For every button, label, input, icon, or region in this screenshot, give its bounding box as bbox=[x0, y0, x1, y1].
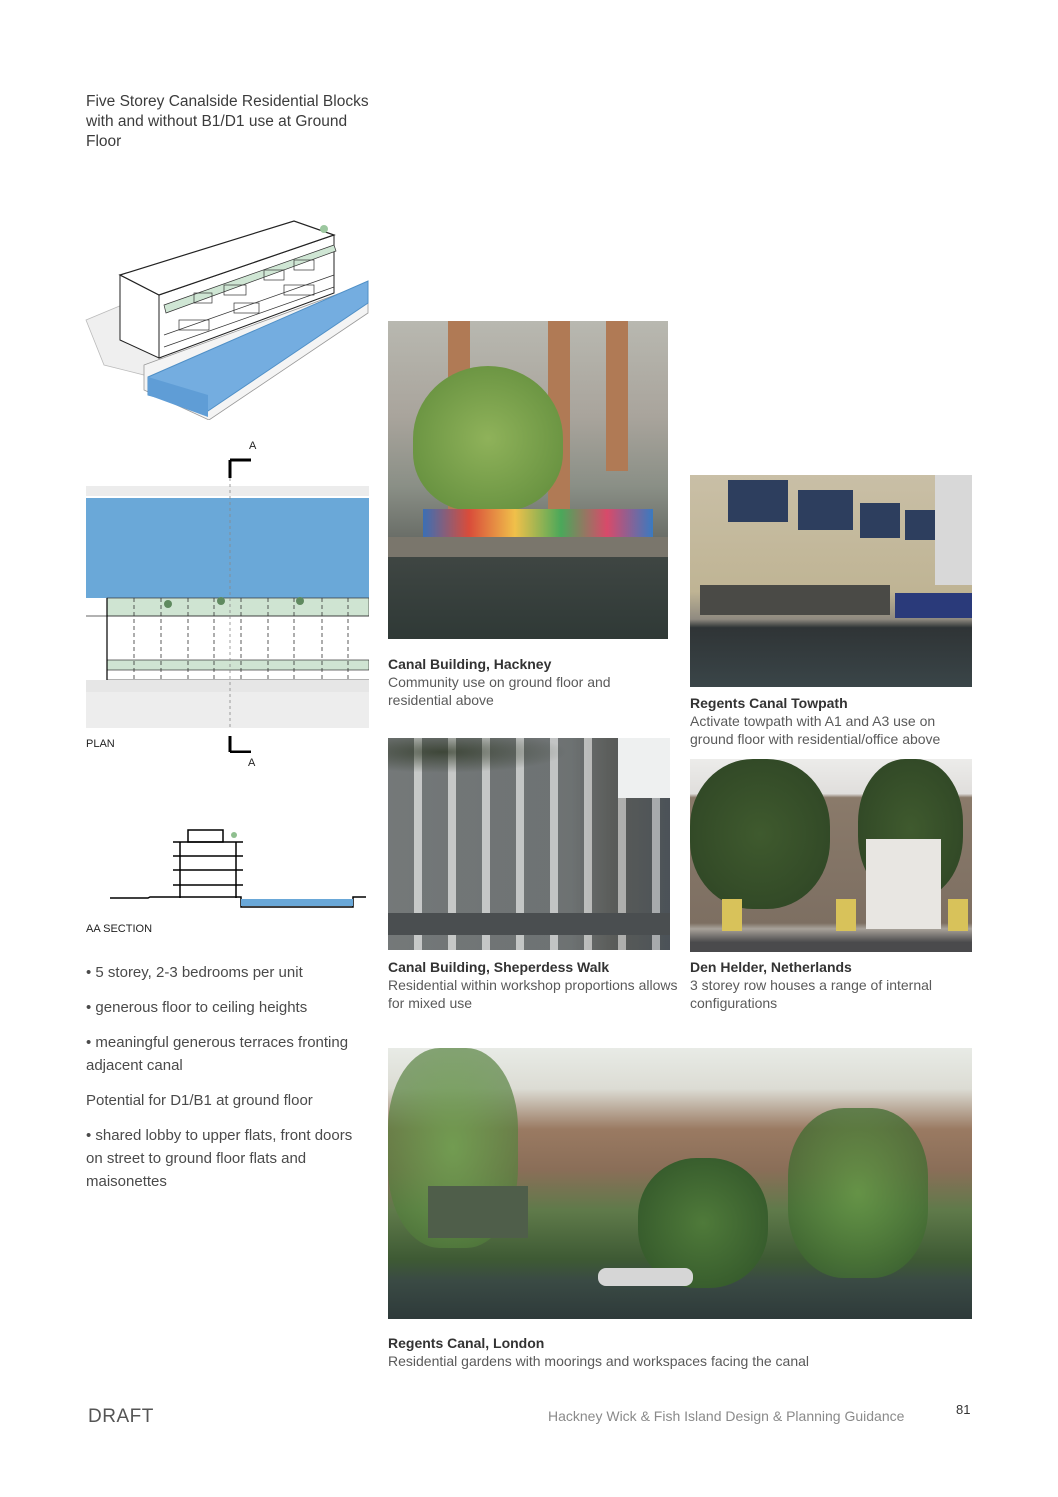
bullet-item: Potential for D1/B1 at ground floor bbox=[86, 1092, 313, 1109]
draft-label: DRAFT bbox=[88, 1406, 154, 1427]
section-marker-bottom: A bbox=[248, 757, 256, 769]
caption-title: Canal Building, Hackney bbox=[388, 656, 552, 672]
document-title-footer: Hackney Wick & Fish Island Design & Plan… bbox=[548, 1408, 905, 1424]
caption-regents-canal-towpath: Regents Canal Towpath Activate towpath w… bbox=[690, 694, 980, 748]
section-drawing bbox=[110, 829, 366, 908]
caption-canal-building-hackney: Canal Building, Hackney Community use on… bbox=[388, 655, 668, 709]
caption-title: Den Helder, Netherlands bbox=[690, 959, 852, 975]
section-marker-top: A bbox=[249, 440, 257, 452]
caption-text: Activate towpath with A1 and A3 use on g… bbox=[690, 713, 941, 747]
caption-title: Canal Building, Sheperdess Walk bbox=[388, 959, 610, 975]
photo-den-helder bbox=[690, 759, 972, 952]
photo-canal-building-hackney bbox=[388, 321, 668, 639]
section-label: AA SECTION bbox=[86, 923, 153, 935]
caption-text: 3 storey row houses a range of internal … bbox=[690, 977, 933, 1011]
page-title: Five Storey Canalside Residential Blocks… bbox=[86, 93, 369, 150]
photo-regents-canal-london bbox=[388, 1048, 972, 1319]
caption-text: Residential within workshop proportions … bbox=[388, 977, 678, 1011]
bullet-item: • generous floor to ceiling heights bbox=[86, 999, 308, 1016]
bullet-item: • 5 storey, 2-3 bedrooms per unit bbox=[86, 964, 303, 981]
caption-text: Community use on ground floor and reside… bbox=[388, 674, 611, 708]
bullet-item: • shared lobby to upper flats, front doo… bbox=[86, 1127, 353, 1190]
caption-canal-building-sheperdess-walk: Canal Building, Sheperdess Walk Resident… bbox=[388, 958, 678, 1012]
photo-canal-building-sheperdess-walk bbox=[388, 738, 670, 950]
bullet-list: • 5 storey, 2-3 bedrooms per unit • gene… bbox=[86, 961, 371, 1205]
plan-drawing bbox=[86, 458, 369, 753]
caption-regents-canal-london: Regents Canal, London Residential garden… bbox=[388, 1334, 978, 1370]
photo-regents-canal-towpath bbox=[690, 475, 972, 687]
page-number: 81 bbox=[956, 1402, 971, 1417]
bullet-item: • meaningful generous terraces fronting … bbox=[86, 1034, 349, 1074]
caption-title: Regents Canal Towpath bbox=[690, 695, 848, 711]
axonometric-drawing bbox=[85, 220, 369, 420]
caption-text: Residential gardens with moorings and wo… bbox=[388, 1353, 810, 1369]
caption-den-helder: Den Helder, Netherlands 3 storey row hou… bbox=[690, 958, 980, 1012]
plan-label: PLAN bbox=[86, 738, 115, 750]
caption-title: Regents Canal, London bbox=[388, 1335, 545, 1351]
